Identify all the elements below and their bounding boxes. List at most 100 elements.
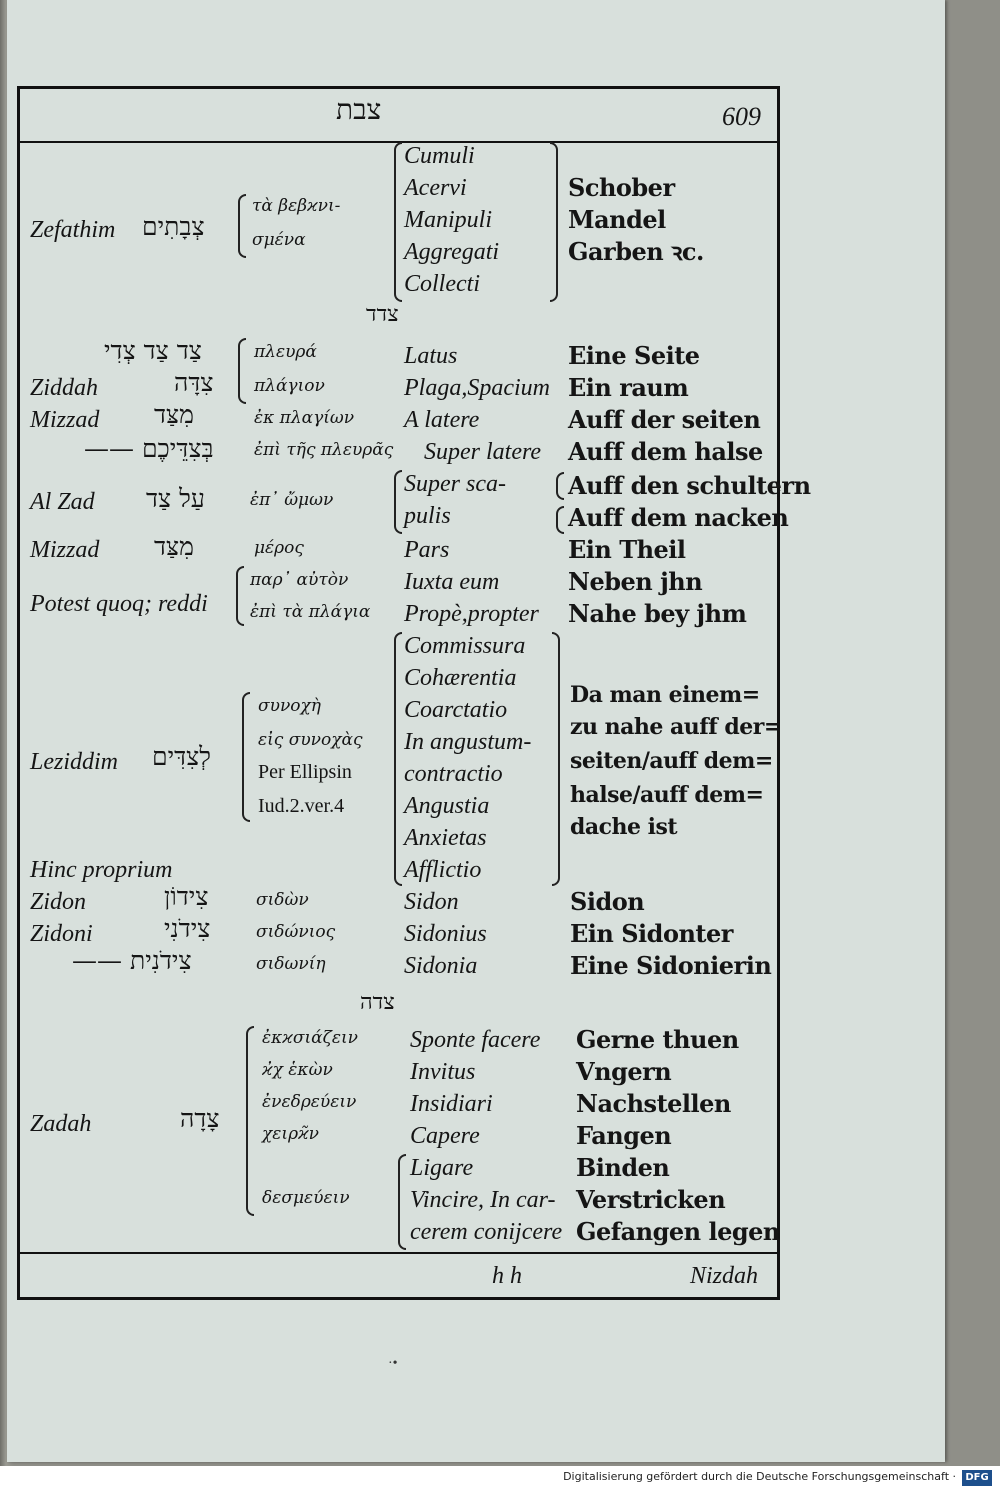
entry-greek: χειρϰ̃ν bbox=[262, 1124, 320, 1144]
entry-hebrew: עַל צַד bbox=[146, 484, 205, 513]
brace bbox=[556, 472, 564, 500]
grammar-note: Per Ellipsin bbox=[258, 761, 352, 783]
brace bbox=[246, 1026, 254, 1216]
latin-gloss: Cohærentia bbox=[404, 665, 517, 691]
german-gloss: Schober bbox=[568, 173, 675, 202]
entry-greek: ἐπὶ τῆς πλευρᾶς bbox=[254, 440, 394, 460]
german-gloss: Eine Sidonierin bbox=[570, 951, 772, 980]
entry-greek: ἐκ πλαγίων bbox=[254, 408, 355, 428]
entry-greek: παρ᾽ αὐτὸν bbox=[250, 570, 349, 590]
latin-gloss: Commissura bbox=[404, 633, 526, 659]
entry-lemma: Mizzad bbox=[30, 537, 100, 563]
latin-gloss: Sidonia bbox=[404, 953, 478, 979]
latin-gloss: Afflictio bbox=[404, 857, 482, 883]
latin-gloss: Iuxta eum bbox=[404, 569, 500, 595]
latin-gloss: Anxietas bbox=[404, 825, 487, 851]
entry-greek: σιδὼν bbox=[256, 890, 309, 910]
german-gloss: Auff den schultern bbox=[568, 471, 811, 500]
latin-gloss: Plaga,Spacium bbox=[404, 375, 550, 401]
german-gloss: seiten/auff dem= bbox=[570, 748, 773, 774]
entry-lemma: Leziddim bbox=[30, 749, 119, 775]
german-gloss: Nahe bey jhm bbox=[568, 599, 747, 628]
latin-gloss: Insidiari bbox=[410, 1091, 493, 1117]
entry-lemma: Zefathim bbox=[30, 217, 116, 243]
entry-greek: δεσμεύειν bbox=[262, 1188, 350, 1208]
german-gloss: Da man einem= bbox=[570, 682, 760, 708]
entry-hebrew: צָדָה bbox=[180, 1104, 220, 1133]
entry-note: Hinc proprium bbox=[30, 857, 173, 883]
latin-gloss: A latere bbox=[404, 407, 480, 433]
entry-hebrew: צִידֹנִי bbox=[164, 914, 211, 943]
entry-greek: εἰς συνοχὰς bbox=[258, 730, 363, 750]
latin-gloss: Super latere bbox=[424, 439, 542, 465]
german-gloss: Vngern bbox=[576, 1057, 672, 1086]
german-gloss: Gerne thuen bbox=[576, 1025, 739, 1054]
brace bbox=[394, 142, 402, 302]
entry-greek: ἐπὶ τὰ πλάγια bbox=[250, 602, 371, 622]
brace bbox=[242, 692, 250, 822]
page-number: 609 bbox=[722, 102, 761, 131]
latin-gloss: Collecti bbox=[404, 271, 480, 297]
latin-gloss: Sidon bbox=[404, 889, 459, 915]
latin-gloss: Vincire, In car- bbox=[410, 1187, 556, 1213]
brace bbox=[398, 1154, 406, 1250]
german-gloss: Gefangen legen bbox=[576, 1217, 780, 1246]
german-gloss: Ein Theil bbox=[568, 535, 686, 564]
entry-lemma: Zidoni bbox=[30, 921, 93, 947]
book-page bbox=[7, 0, 945, 1462]
german-gloss: Auff der seiten bbox=[568, 405, 761, 434]
entry-hebrew: מִצַּד bbox=[154, 400, 194, 429]
entry-greek: πλευρά bbox=[254, 342, 317, 362]
entry-hebrew: צַד צַד צְדִי bbox=[104, 336, 202, 365]
brace bbox=[556, 506, 564, 534]
entry-greek: ἐπ᾽ ὤμων bbox=[250, 490, 334, 510]
entry-hebrew: צִידֹנִית —— bbox=[72, 946, 192, 975]
latin-gloss: Capere bbox=[410, 1123, 480, 1149]
latin-gloss: Pars bbox=[404, 537, 450, 563]
german-gloss: Sidon bbox=[570, 887, 645, 916]
brace bbox=[236, 566, 244, 626]
german-gloss: Verstricken bbox=[576, 1185, 726, 1214]
section-heading: צדה bbox=[360, 990, 395, 1015]
entry-hebrew: בְּצִדֵּיכֶם —— bbox=[84, 434, 214, 463]
german-gloss: Auff dem nacken bbox=[568, 503, 789, 532]
entry-greek: σμένα bbox=[252, 230, 306, 250]
latin-gloss: cerem conijcere bbox=[410, 1219, 563, 1245]
brace bbox=[394, 470, 402, 534]
entry-lemma: Zidon bbox=[30, 889, 87, 915]
german-gloss: Fangen bbox=[576, 1121, 672, 1150]
brace bbox=[238, 338, 246, 404]
latin-gloss: pulis bbox=[404, 503, 451, 529]
latin-gloss: In angustum- bbox=[404, 729, 532, 755]
german-gloss: Nachstellen bbox=[576, 1089, 731, 1118]
entry-greek: πλάγιον bbox=[254, 376, 325, 396]
digitization-credit: Digitalisierung gefördert durch die Deut… bbox=[563, 1470, 956, 1483]
entry-lemma: Ziddah bbox=[30, 375, 99, 401]
ink-specks: ·• bbox=[388, 1356, 398, 1371]
footer-rule bbox=[20, 1252, 777, 1254]
german-gloss: Garben ꝛc. bbox=[568, 237, 704, 266]
entry-greek: ϰ̓χ ἑκὼν bbox=[262, 1060, 333, 1080]
latin-gloss: Cumuli bbox=[404, 143, 475, 169]
latin-gloss: Coarctatio bbox=[404, 697, 508, 723]
latin-gloss: Sponte facere bbox=[410, 1027, 541, 1053]
entry-lemma: Mizzad bbox=[30, 407, 100, 433]
latin-gloss: Latus bbox=[404, 343, 458, 369]
german-gloss: Ein raum bbox=[568, 373, 689, 402]
entry-lemma: Zadah bbox=[30, 1111, 92, 1137]
entry-hebrew: צִידוֹן bbox=[164, 882, 209, 911]
entry-hebrew: צִדָּה bbox=[174, 368, 214, 397]
latin-gloss: Sidonius bbox=[404, 921, 487, 947]
german-gloss: Auff dem halse bbox=[568, 437, 763, 466]
brace bbox=[238, 194, 246, 258]
entry-greek: μέρος bbox=[254, 538, 304, 558]
latin-gloss: Aggregati bbox=[404, 239, 500, 265]
brace bbox=[552, 632, 560, 886]
german-gloss: dache ist bbox=[570, 814, 678, 840]
running-head: צבת bbox=[336, 93, 382, 126]
latin-gloss: Propè,propter bbox=[404, 601, 539, 627]
german-gloss: zu nahe auff der= bbox=[570, 714, 782, 740]
entry-lemma: Potest quoq; reddi bbox=[30, 591, 208, 617]
german-gloss: Mandel bbox=[568, 205, 666, 234]
catchword: Nizdah bbox=[690, 1263, 759, 1289]
